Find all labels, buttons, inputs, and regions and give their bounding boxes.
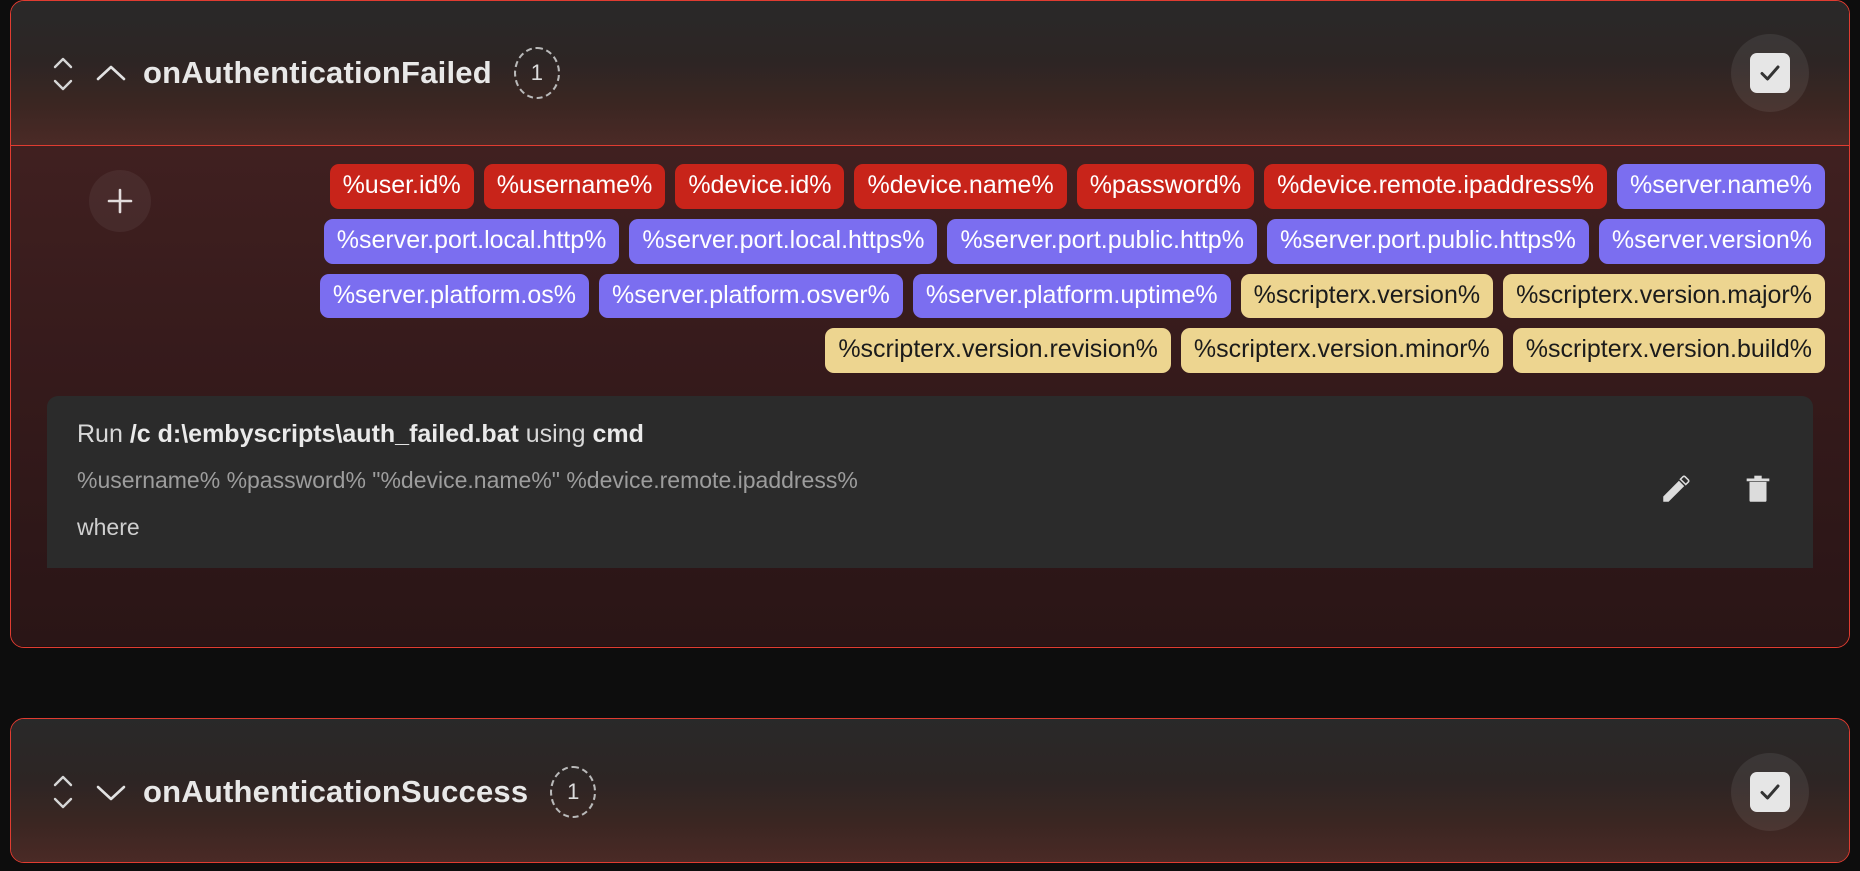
token-chip[interactable]: %device.name% bbox=[854, 164, 1067, 209]
event-card-body: %user.id%%username%%device.id%%device.na… bbox=[11, 146, 1849, 646]
token-chip[interactable]: %server.platform.os% bbox=[319, 273, 589, 319]
trash-icon[interactable] bbox=[1741, 472, 1775, 506]
check-icon bbox=[1760, 784, 1780, 799]
drag-handle-icon[interactable] bbox=[49, 764, 77, 820]
checkbox-box bbox=[1750, 771, 1790, 812]
run-label: Run bbox=[77, 420, 123, 448]
token-chip[interactable]: %user.id% bbox=[329, 164, 474, 209]
tokens-row: %user.id%%username%%device.id%%device.na… bbox=[35, 164, 1825, 373]
token-chip[interactable]: %server.platform.uptime% bbox=[912, 273, 1231, 319]
drag-handle-icon[interactable] bbox=[49, 45, 77, 101]
chevron-up-icon[interactable] bbox=[89, 51, 133, 95]
enable-event-checkbox[interactable] bbox=[1731, 34, 1809, 112]
command-where-label: where bbox=[77, 514, 140, 540]
event-card-on-authentication-success: onAuthenticationSuccess 1 bbox=[10, 718, 1850, 863]
token-chip[interactable]: %scripterx.version.build% bbox=[1512, 328, 1825, 373]
token-chip[interactable]: %server.port.public.https% bbox=[1266, 218, 1589, 264]
command-arguments: %username% %password% "%device.name%" %d… bbox=[77, 467, 858, 493]
checkbox-box bbox=[1750, 53, 1790, 93]
event-card-header[interactable]: onAuthenticationSuccess 1 bbox=[11, 719, 1849, 862]
token-chip[interactable]: %device.id% bbox=[675, 164, 845, 209]
action-count-badge: 1 bbox=[513, 47, 560, 99]
using-label: using bbox=[525, 420, 586, 448]
token-chip[interactable]: %scripterx.version.minor% bbox=[1180, 328, 1503, 373]
action-command-panel[interactable]: Run /c d:\embyscripts\auth_failed.bat us… bbox=[47, 396, 1813, 568]
token-chip-list: %user.id%%username%%device.id%%device.na… bbox=[161, 164, 1825, 373]
enable-event-checkbox[interactable] bbox=[1731, 752, 1809, 831]
token-chip[interactable]: %scripterx.version.revision% bbox=[825, 328, 1171, 373]
command-actions bbox=[1659, 472, 1783, 506]
chevron-down-icon[interactable] bbox=[89, 770, 133, 814]
add-action-button[interactable] bbox=[89, 170, 151, 232]
token-chip[interactable]: %server.platform.osver% bbox=[598, 273, 903, 319]
plus-icon bbox=[107, 188, 133, 214]
check-icon bbox=[1760, 65, 1780, 81]
token-chip[interactable]: %scripterx.version.major% bbox=[1503, 273, 1825, 319]
command-interpreter: cmd bbox=[592, 420, 644, 448]
token-chip[interactable]: %server.port.local.http% bbox=[323, 218, 620, 264]
token-chip[interactable]: %username% bbox=[483, 164, 666, 209]
card-gap bbox=[10, 648, 1850, 718]
event-card-header[interactable]: onAuthenticationFailed 1 bbox=[11, 1, 1849, 146]
token-chip[interactable]: %server.version% bbox=[1598, 218, 1825, 264]
pencil-icon[interactable] bbox=[1659, 472, 1693, 506]
page-title: onAuthenticationFailed bbox=[143, 55, 492, 90]
token-chip[interactable]: %server.name% bbox=[1616, 164, 1825, 209]
token-chip[interactable]: %scripterx.version% bbox=[1240, 273, 1494, 319]
page-title: onAuthenticationSuccess bbox=[143, 773, 529, 809]
token-chip[interactable]: %server.port.public.http% bbox=[947, 218, 1257, 264]
command-summary-line: Run /c d:\embyscripts\auth_failed.bat us… bbox=[77, 420, 1659, 449]
event-card-on-authentication-failed: onAuthenticationFailed 1 %user.id%% bbox=[10, 0, 1850, 648]
token-chip[interactable]: %server.port.local.https% bbox=[629, 218, 938, 264]
command-path: /c d:\embyscripts\auth_failed.bat bbox=[129, 420, 519, 448]
token-chip[interactable]: %password% bbox=[1076, 164, 1255, 209]
command-text-block: Run /c d:\embyscripts\auth_failed.bat us… bbox=[77, 420, 1659, 541]
action-count-badge: 1 bbox=[550, 765, 597, 818]
token-chip[interactable]: %device.remote.ipaddress% bbox=[1264, 164, 1607, 209]
